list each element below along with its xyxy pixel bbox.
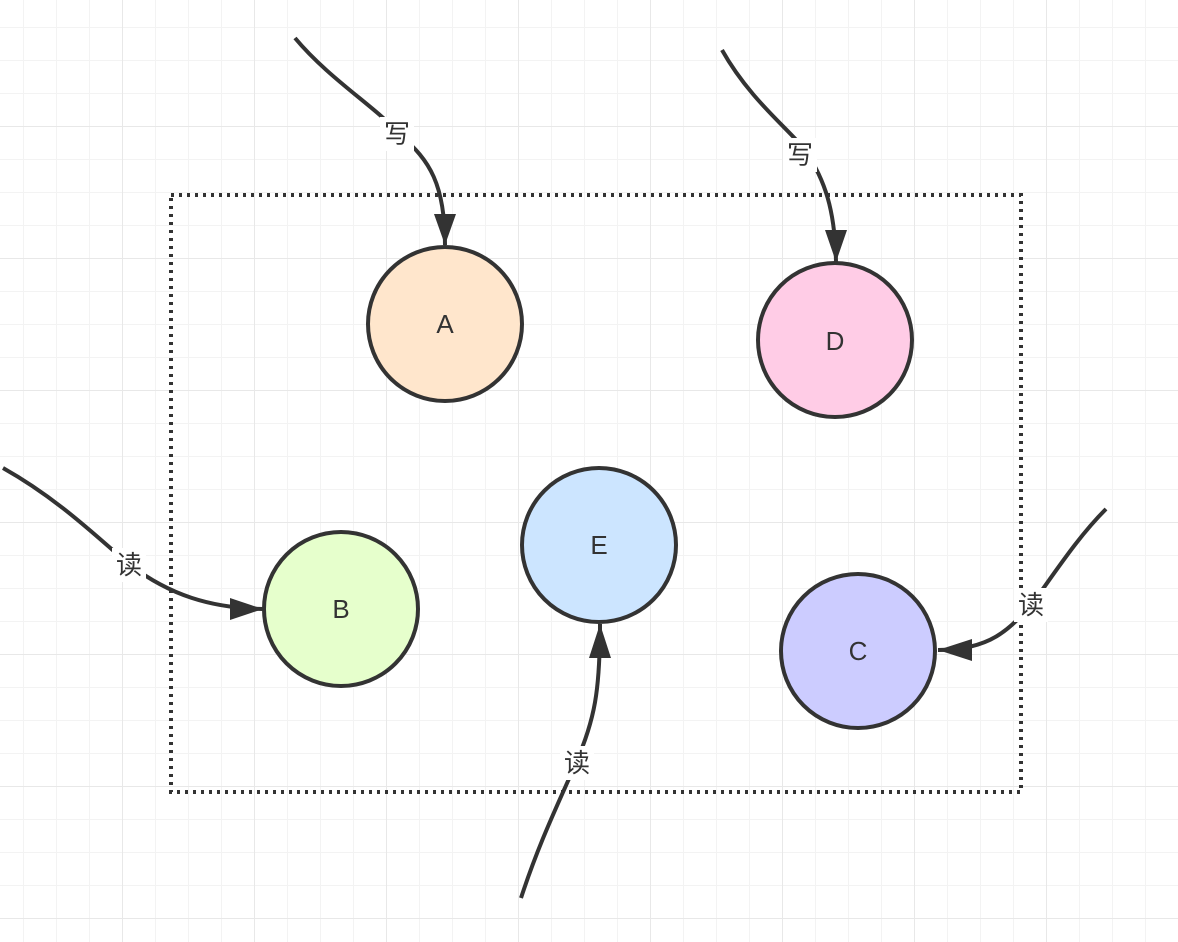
edge-write-d-label-bg xyxy=(783,138,817,172)
edge-read-c-arrowhead xyxy=(938,639,972,661)
edge-write-d-arrowhead xyxy=(825,230,847,262)
node-d[interactable]: D xyxy=(756,261,914,419)
edge-write-a-line[interactable] xyxy=(293,36,447,246)
edge-write-d[interactable]: 写 xyxy=(720,49,847,263)
container-box[interactable] xyxy=(169,193,1023,794)
node-d-label: D xyxy=(826,326,845,356)
node-a-circle[interactable] xyxy=(366,245,524,403)
node-b[interactable]: B xyxy=(262,530,420,688)
edge-read-b-label: 读 xyxy=(116,551,142,581)
node-e[interactable]: E xyxy=(520,466,678,624)
node-a-label: A xyxy=(436,309,454,339)
edge-read-e-label-bg xyxy=(560,746,594,780)
edge-read-b-label-bg xyxy=(112,548,146,582)
edge-read-e-label: 读 xyxy=(564,749,590,779)
edge-write-a-label-bg xyxy=(380,117,414,151)
edge-write-d-line[interactable] xyxy=(720,49,838,263)
node-c[interactable]: C xyxy=(779,572,937,730)
node-e-label: E xyxy=(590,530,607,560)
node-d-circle[interactable] xyxy=(756,261,914,419)
edge-write-a-arrowhead xyxy=(434,214,456,245)
node-c-circle[interactable] xyxy=(779,572,937,730)
edge-read-b[interactable]: 读 xyxy=(2,466,264,620)
edge-write-a[interactable]: 写 xyxy=(293,36,456,246)
edge-read-c-label: 读 xyxy=(1018,591,1044,621)
edge-read-b-line[interactable] xyxy=(2,466,264,611)
edge-read-e-arrowhead xyxy=(589,624,611,658)
node-c-label: C xyxy=(849,636,868,666)
edge-read-c[interactable]: 读 xyxy=(937,507,1108,661)
node-b-label: B xyxy=(332,594,349,624)
edge-read-e[interactable]: 读 xyxy=(519,623,611,899)
edge-write-a-label: 写 xyxy=(384,120,410,150)
node-a[interactable]: A xyxy=(366,245,524,403)
edge-read-b-arrowhead xyxy=(230,598,263,620)
node-b-circle[interactable] xyxy=(262,530,420,688)
edge-write-d-label: 写 xyxy=(787,141,813,171)
node-e-circle[interactable] xyxy=(520,466,678,624)
edge-read-c-label-bg xyxy=(1014,588,1048,622)
